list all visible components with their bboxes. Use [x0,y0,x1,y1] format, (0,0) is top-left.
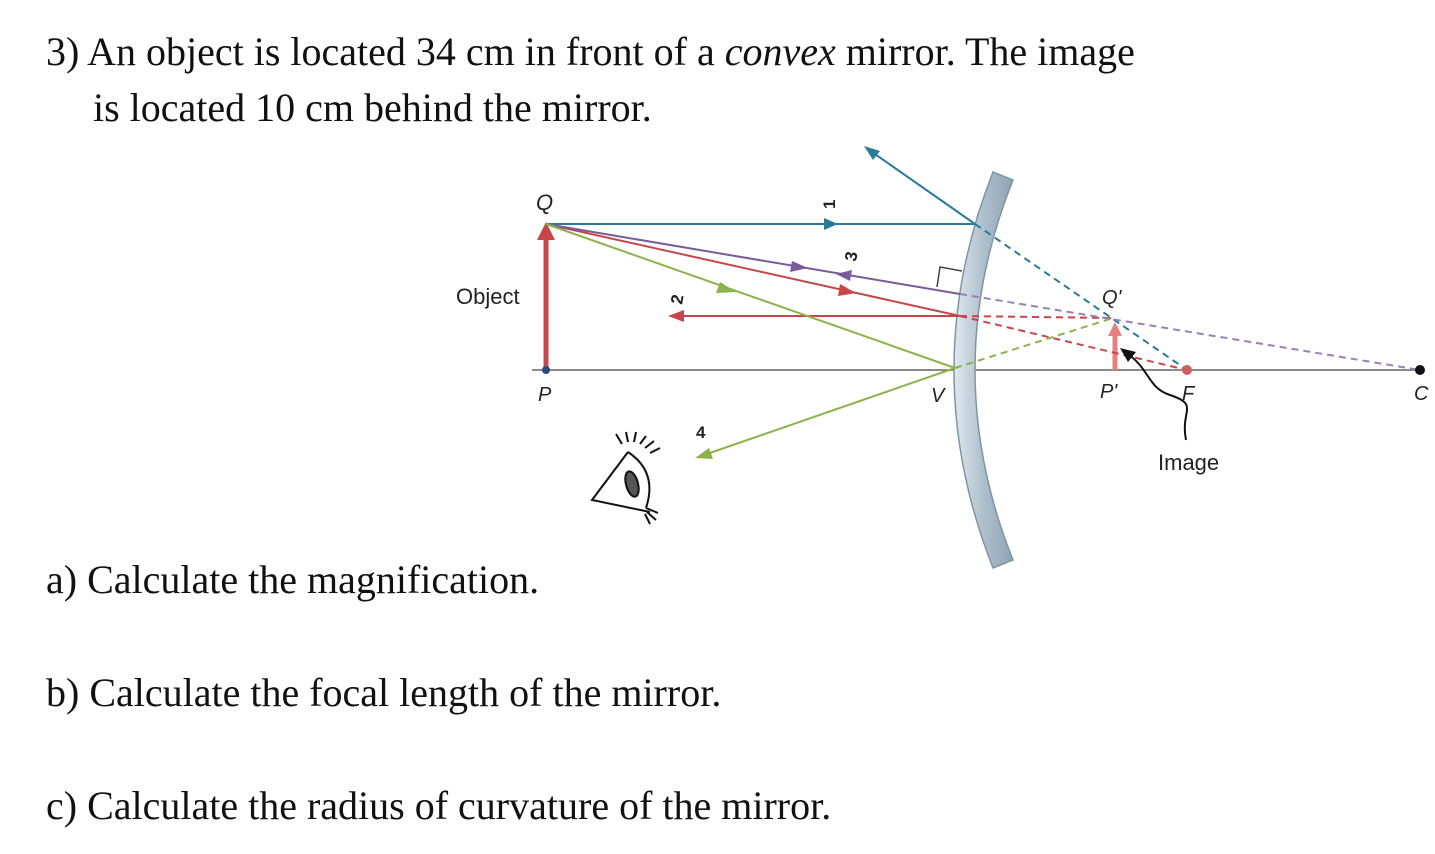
question-line-1-end: mirror. The image [835,29,1135,74]
ray-1-virtual-extension [974,223,1188,371]
ray-1-arrowhead [824,218,838,230]
ray-2-reflected-arrowhead [668,310,684,322]
focal-point-marker [1182,365,1192,375]
ray-4-virtual-extension [954,317,1114,369]
ray-2-virtual-extension-to-focus [959,315,1188,371]
image-pointer-line [1127,353,1188,441]
point-p-marker [542,366,550,374]
ray-4-arrowhead [716,282,736,293]
focal-point-label: F [1182,383,1196,405]
object-arrowhead [537,222,555,240]
part-c: c) Calculate the radius of curvature of … [46,783,832,828]
eye-icon [590,431,661,525]
ray-4-number: 4 [696,423,706,442]
ray-1-reflected [871,151,976,225]
ray-2-arrowhead [838,284,856,296]
object-label: Object [456,284,520,309]
part-b: b) Calculate the focal length of the mir… [46,670,722,715]
question-line-1-start: 3) An object is located 34 cm in front o… [46,29,725,74]
image-arrowhead [1108,322,1122,336]
convex-mirror [953,171,1014,569]
image-top-label: Q' [1102,287,1123,309]
ray-4-reflected [703,367,956,456]
ray-2-virtual-extension-horizontal [959,315,1114,319]
right-angle-marker [936,266,963,288]
ray-3-number: 3 [841,250,861,263]
ray-2-incident [545,223,961,317]
point-p-label: P [538,384,552,406]
question-line-1: 3) An object is located 34 cm in front o… [46,32,1135,72]
center-of-curvature-marker [1415,365,1425,375]
image-label: Image [1158,450,1219,475]
ray-4-incident [545,223,956,369]
question-line-1-emphasis: convex [724,29,836,74]
image-pointer-arrowhead [1120,348,1136,362]
question-line-2: is located 10 cm behind the mirror. [93,85,652,130]
center-of-curvature-label: C [1414,383,1429,405]
ray-2-number: 2 [667,293,687,306]
ray-4-reflected-arrowhead [695,448,713,459]
ray-1-number: 1 [820,200,839,209]
ray-3-incident [545,223,961,295]
vertex-label: V [931,385,946,407]
ray-3-reflected-arrowhead [836,270,852,281]
point-q-label: Q [536,190,553,215]
image-base-label: P' [1100,381,1118,403]
ray-1-reflected-arrowhead [864,146,880,160]
ray-3-virtual-extension [959,293,1421,371]
ray-3-arrowhead [790,261,808,272]
part-a: a) Calculate the magnification. [46,557,540,602]
